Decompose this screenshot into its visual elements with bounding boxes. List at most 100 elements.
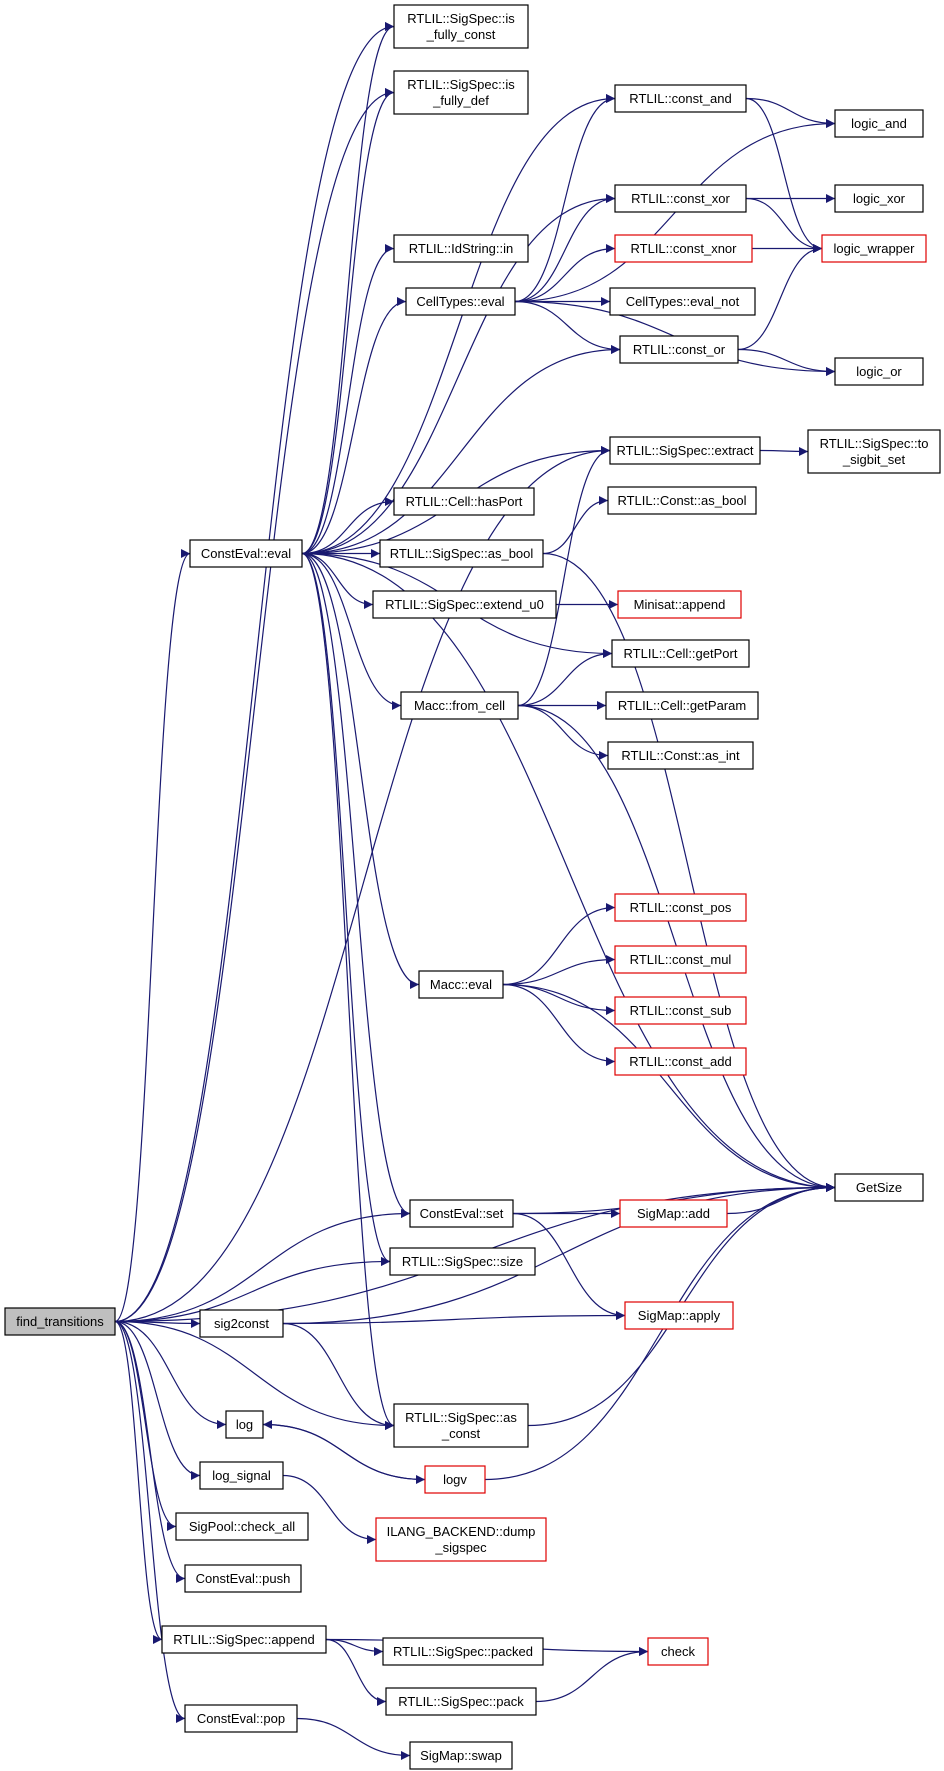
node-label: SigPool::check_all [189, 1519, 295, 1534]
node-sigspec-append[interactable]: RTLIL::SigSpec::append [161, 1625, 327, 1654]
edge-sig2const-to-sigspec_as_const [282, 1322, 395, 1430]
node-logic-or[interactable]: logic_or [834, 357, 924, 386]
node-logic-wrapper[interactable]: logic_wrapper [821, 234, 927, 263]
edge-arrow [737, 348, 836, 376]
node-celltypes-eval-not[interactable]: CellTypes::eval_not [609, 287, 756, 316]
node-log[interactable]: log [225, 1410, 264, 1439]
node-sigspec-pack[interactable]: RTLIL::SigSpec::pack [385, 1687, 537, 1716]
node-sigmap-apply[interactable]: SigMap::apply [624, 1301, 734, 1330]
node-check[interactable]: check [647, 1637, 709, 1666]
node-sig2const[interactable]: sig2const [199, 1309, 284, 1338]
node-sigspec-packed[interactable]: RTLIL::SigSpec::packed [382, 1637, 544, 1666]
edge-arrow [517, 704, 609, 760]
node-label: RTLIL::IdString::in [409, 241, 514, 256]
node-box [418, 970, 504, 999]
edge-arrow [502, 903, 616, 986]
edge-find_transitions-to-is_fully_const [114, 22, 395, 1323]
edge-arrow [484, 1183, 836, 1481]
edge-arrow [502, 983, 836, 1192]
node-consteval-eval[interactable]: ConstEval::eval [189, 539, 303, 568]
node-label: SigMap::add [637, 1206, 710, 1221]
node-sigmap-add[interactable]: SigMap::add [619, 1199, 728, 1228]
edge-consteval_eval-to-getsize [301, 552, 836, 1192]
edge-arrow [114, 1257, 391, 1323]
node-label: RTLIL::SigSpec::pack [398, 1694, 524, 1709]
edge-find_transitions-to-consteval_eval [114, 549, 191, 1323]
node-sigspec-size[interactable]: RTLIL::SigSpec::size [389, 1247, 536, 1276]
node-logic-xor[interactable]: logic_xor [834, 184, 924, 213]
node-sigspec-extend-u0[interactable]: RTLIL::SigSpec::extend_u0 [372, 590, 557, 619]
edge-consteval_eval-to-is_fully_const [301, 22, 395, 555]
edge-sigspec_append-to-sigspec_pack [325, 1638, 387, 1706]
edge-const_or-to-logic_or [737, 348, 836, 376]
node-consteval-set[interactable]: ConstEval::set [409, 1199, 514, 1228]
node-sigspec-as-const[interactable]: RTLIL::SigSpec::as_const [393, 1403, 529, 1448]
node-macc-from-cell[interactable]: Macc::from_cell [400, 691, 519, 720]
node-sigmap-swap[interactable]: SigMap::swap [409, 1741, 513, 1770]
node-box [619, 1199, 728, 1228]
node-logv[interactable]: logv [424, 1465, 486, 1494]
node-sigspec-as-bool[interactable]: RTLIL::SigSpec::as_bool [379, 539, 544, 568]
node-const-pos[interactable]: RTLIL::const_pos [614, 893, 747, 922]
edge-arrow [301, 244, 395, 555]
node-label: RTLIL::Const::as_int [621, 748, 740, 763]
node-const-sub[interactable]: RTLIL::const_sub [614, 996, 747, 1025]
node-logic-and[interactable]: logic_and [834, 109, 924, 138]
node-const-as-bool[interactable]: RTLIL::Const::as_bool [607, 486, 757, 515]
node-minisat-append[interactable]: Minisat::append [617, 590, 742, 619]
node-consteval-push[interactable]: ConstEval::push [184, 1564, 302, 1593]
node-label: CellTypes::eval [416, 294, 504, 309]
node-sigpool-check-all[interactable]: SigPool::check_all [175, 1512, 309, 1541]
node-getsize[interactable]: GetSize [834, 1173, 924, 1202]
node-label: _const [441, 1426, 481, 1441]
node-const-as-int[interactable]: RTLIL::Const::as_int [607, 741, 754, 770]
node-cell-getport[interactable]: RTLIL::Cell::getPort [611, 639, 750, 668]
node-to-sigbit-set[interactable]: RTLIL::SigSpec::to_sigbit_set [807, 429, 941, 474]
node-box [614, 893, 747, 922]
node-cell-getparam[interactable]: RTLIL::Cell::getParam [605, 691, 759, 720]
node-const-and[interactable]: RTLIL::const_and [614, 84, 747, 113]
node-label: RTLIL::Const::as_bool [617, 493, 746, 508]
edge-sig2const-to-sigmap_apply [282, 1311, 626, 1325]
edge-arrow [512, 1212, 626, 1320]
node-const-xor[interactable]: RTLIL::const_xor [614, 184, 747, 213]
node-label: check [661, 1644, 695, 1659]
edge-sigspec_as_bool-to-const_as_bool [542, 496, 609, 555]
edge-find_transitions-to-log_signal [114, 1320, 201, 1480]
node-label: sig2const [214, 1316, 269, 1331]
edge-macc_eval-to-const_add [502, 983, 616, 1066]
node-box [409, 1741, 513, 1770]
edge-const_or-to-logic_wrapper [737, 244, 823, 351]
node-label: GetSize [856, 1180, 902, 1195]
node-find-transitions[interactable]: find_transitions [4, 1307, 116, 1336]
node-is-fully-def[interactable]: RTLIL::SigSpec::is_fully_def [393, 70, 529, 115]
node-label: log_signal [212, 1468, 271, 1483]
node-const-or[interactable]: RTLIL::const_or [619, 335, 739, 364]
edge-arrow [301, 552, 402, 710]
node-const-mul[interactable]: RTLIL::const_mul [614, 945, 747, 974]
edge-macc_from_cell-to-const_as_int [517, 704, 609, 760]
node-consteval-pop[interactable]: ConstEval::pop [184, 1704, 298, 1733]
edge-logv-to-log [262, 1420, 426, 1481]
edge-consteval_eval-to-celltypes_eval [301, 297, 407, 555]
node-cell-hasport[interactable]: RTLIL::Cell::hasPort [393, 487, 535, 516]
node-box [614, 84, 747, 113]
node-sigspec-extract[interactable]: RTLIL::SigSpec::extract [609, 436, 761, 465]
node-box [375, 1517, 547, 1562]
node-const-add[interactable]: RTLIL::const_add [614, 1047, 747, 1076]
node-ilang-dump-sigspec[interactable]: ILANG_BACKEND::dump_sigspec [375, 1517, 547, 1562]
node-log-signal[interactable]: log_signal [199, 1461, 284, 1490]
edge-find_transitions-to-consteval_set [114, 1209, 411, 1323]
edge-arrow [296, 1717, 411, 1760]
node-celltypes-eval[interactable]: CellTypes::eval [405, 287, 516, 316]
node-const-xnor[interactable]: RTLIL::const_xnor [614, 234, 753, 263]
node-idstring-in[interactable]: RTLIL::IdString::in [393, 234, 529, 263]
node-is-fully-const[interactable]: RTLIL::SigSpec::is_fully_const [393, 4, 529, 49]
edge-consteval_eval-to-macc_from_cell [301, 552, 402, 710]
edge-arrow [745, 97, 823, 253]
edge-arrow [282, 1322, 395, 1430]
edge-arrow [517, 649, 613, 707]
node-macc-eval[interactable]: Macc::eval [418, 970, 504, 999]
edge-consteval_eval-to-consteval_set [301, 552, 411, 1218]
